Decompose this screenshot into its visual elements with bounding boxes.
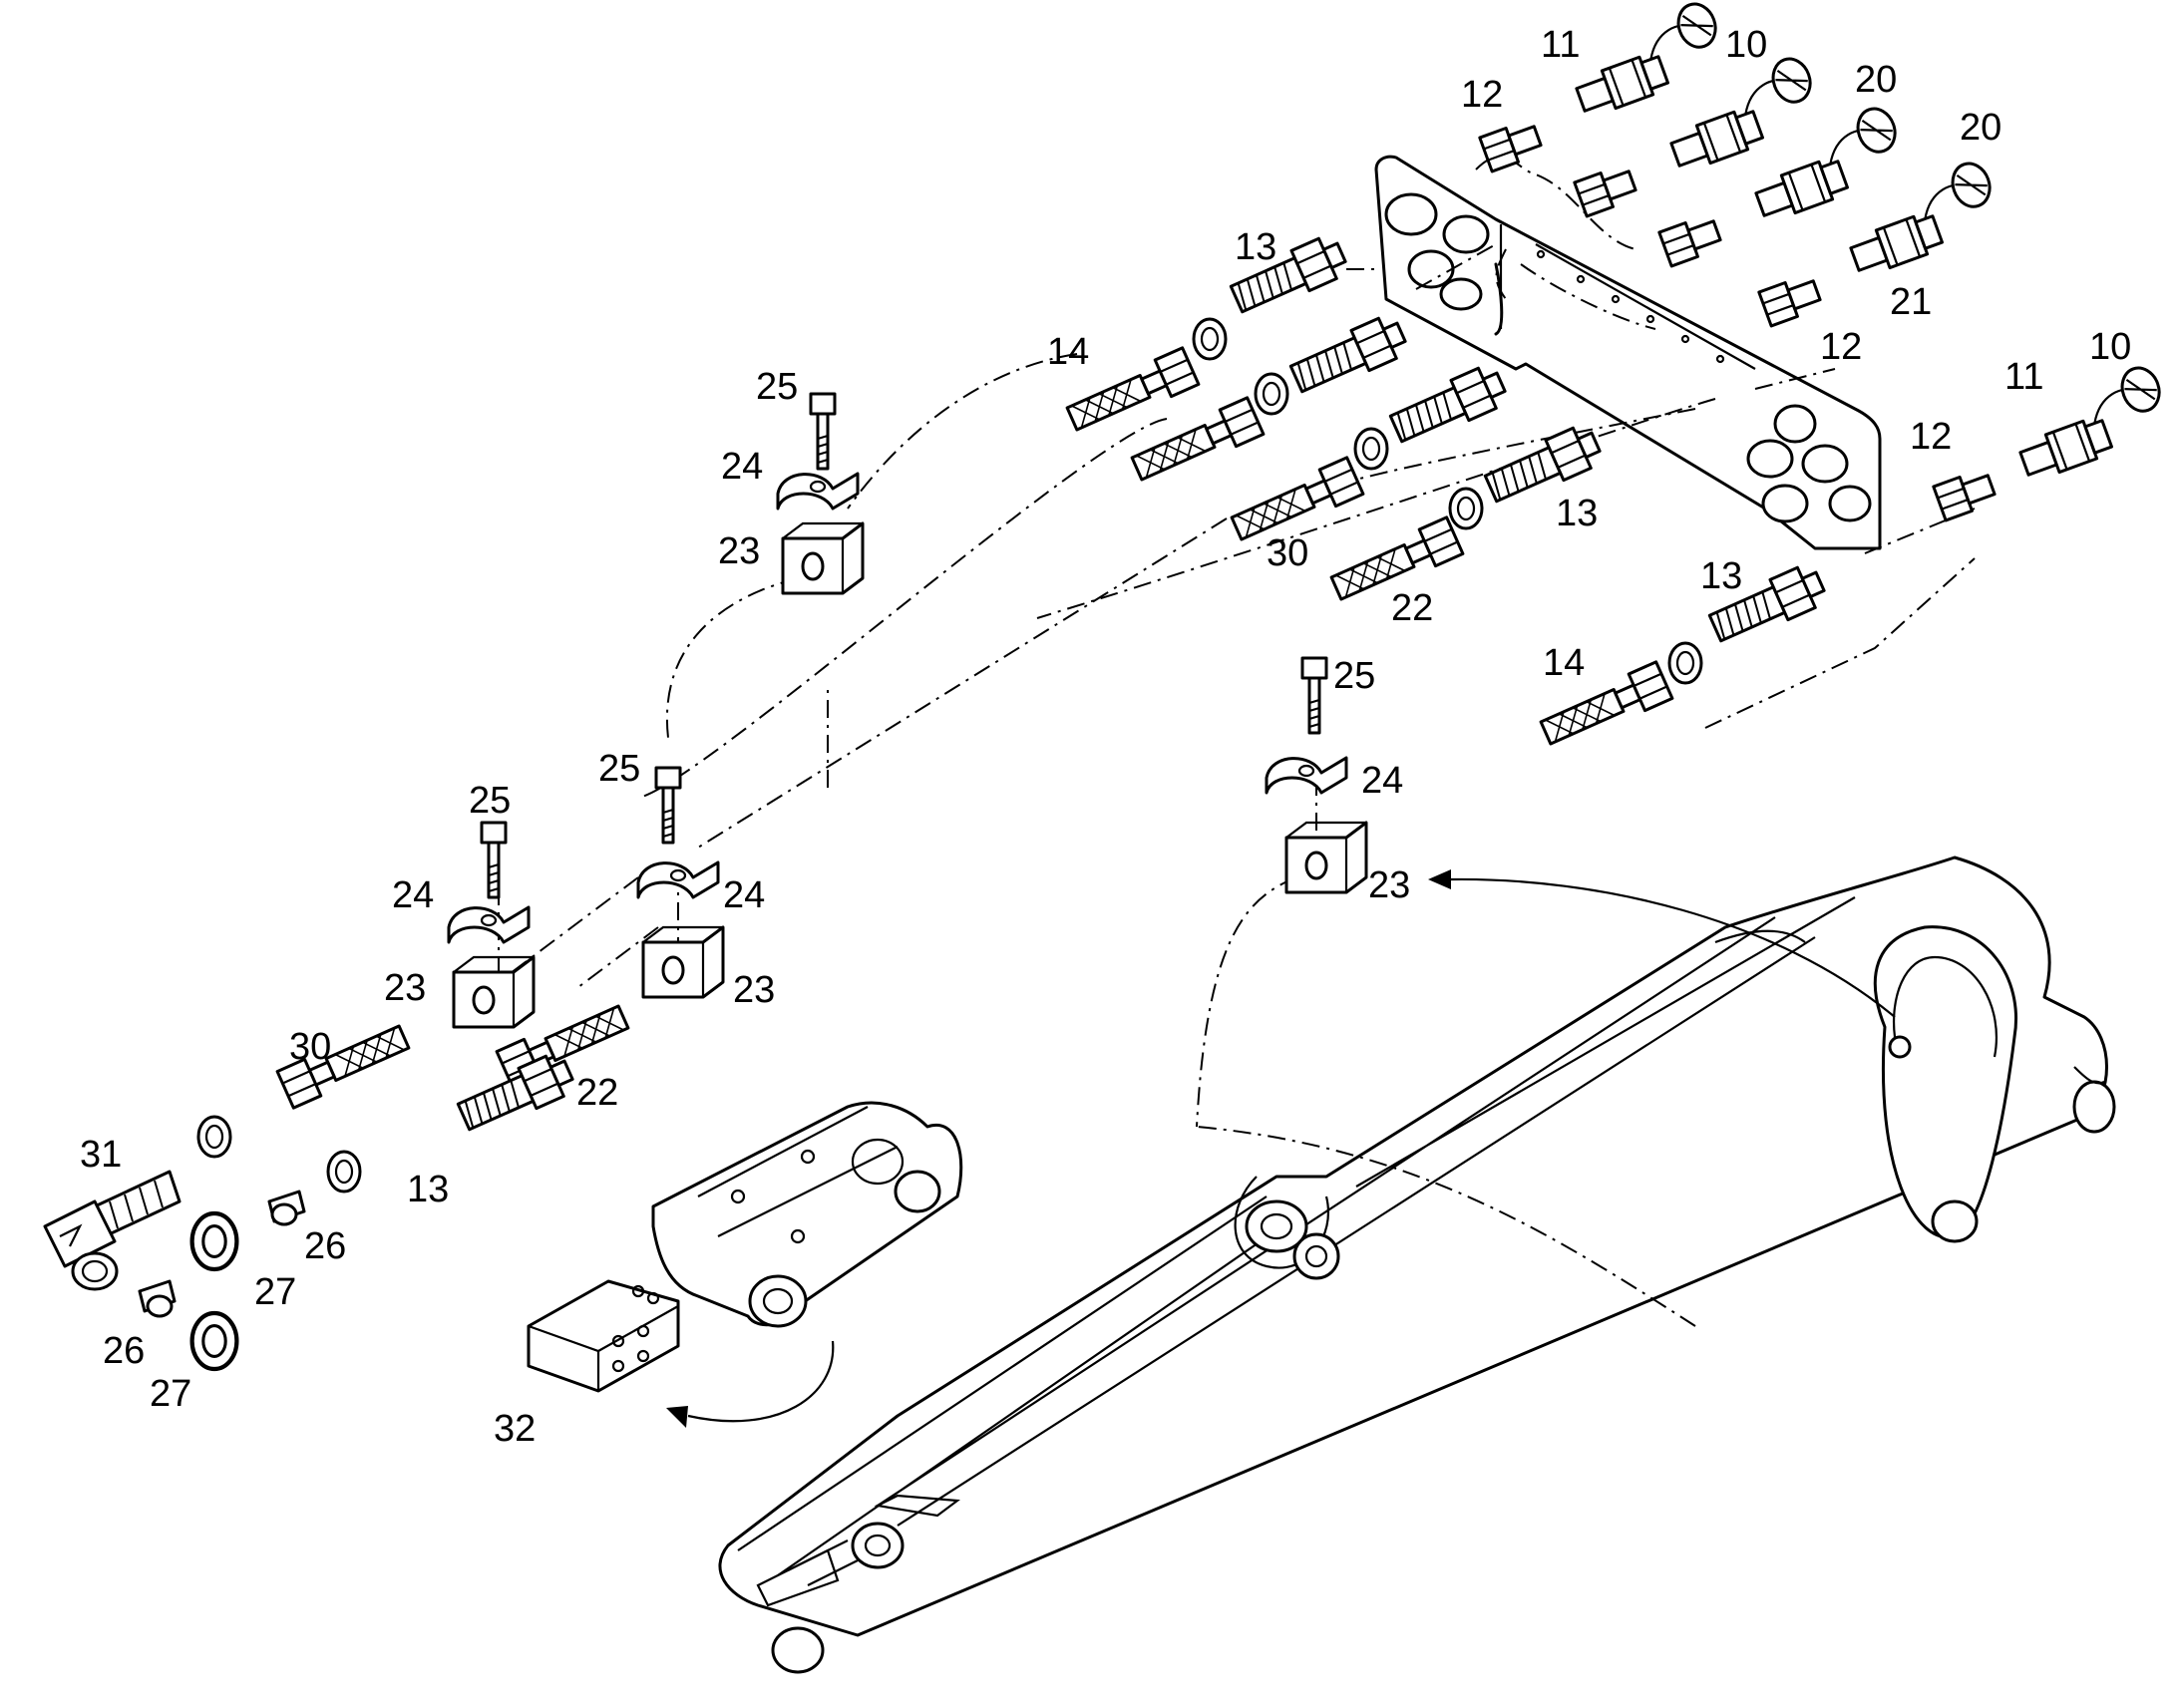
callout-labels: 10 11 12 20 20 21 12 10 11 12 13 14 30 1… (80, 24, 2131, 1450)
arrow-32 (687, 1340, 835, 1423)
label-27a: 27 (254, 1271, 296, 1313)
label-11a: 11 (1541, 24, 1580, 66)
label-25a: 25 (756, 366, 798, 408)
label-21: 21 (1890, 281, 1932, 323)
arrow-head-23 (1428, 869, 1451, 889)
label-24b: 24 (1361, 760, 1403, 802)
label-13d: 13 (407, 1169, 449, 1210)
label-25b: 25 (1333, 655, 1375, 697)
label-10b: 10 (2089, 326, 2131, 368)
label-23c: 23 (733, 969, 775, 1011)
clamp-left (447, 821, 536, 1029)
label-24c: 24 (723, 874, 765, 916)
label-14a: 14 (1047, 331, 1089, 373)
lower-fittings (43, 997, 633, 1369)
label-13c: 13 (1700, 555, 1742, 597)
arrow-23 (1450, 877, 1896, 1018)
label-20b: 20 (1960, 107, 2001, 149)
label-31: 31 (80, 1134, 122, 1176)
mounting-plate (1374, 155, 1882, 550)
boom-arm (718, 855, 2116, 1674)
label-30b: 30 (289, 1026, 331, 1068)
label-22a: 22 (1391, 587, 1433, 629)
label-23d: 23 (384, 967, 426, 1009)
label-27b: 27 (150, 1373, 191, 1415)
label-26b: 26 (103, 1330, 145, 1372)
label-10a: 10 (1725, 24, 1767, 66)
label-32: 32 (494, 1408, 536, 1450)
arrow-head-32 (666, 1406, 688, 1428)
label-12a: 12 (1461, 74, 1503, 116)
label-13a: 13 (1235, 226, 1276, 268)
label-24a: 24 (721, 446, 763, 488)
label-30a: 30 (1267, 532, 1308, 574)
label-20a: 20 (1855, 59, 1897, 101)
bracket (651, 1101, 963, 1328)
manifold-block (527, 1279, 680, 1393)
clamp-upper (776, 392, 865, 595)
label-22b: 22 (576, 1072, 618, 1114)
label-24d: 24 (392, 874, 434, 916)
label-14b: 14 (1543, 642, 1585, 684)
label-26a: 26 (304, 1225, 346, 1267)
label-11b: 11 (2004, 356, 2043, 398)
label-25c: 25 (598, 748, 640, 790)
label-23b: 23 (1368, 864, 1410, 906)
label-13b: 13 (1556, 493, 1598, 534)
label-12c: 12 (1910, 416, 1952, 458)
label-23a: 23 (718, 530, 760, 572)
label-25d: 25 (469, 780, 511, 822)
label-12b: 12 (1820, 326, 1862, 368)
clamp-middle (636, 766, 725, 999)
